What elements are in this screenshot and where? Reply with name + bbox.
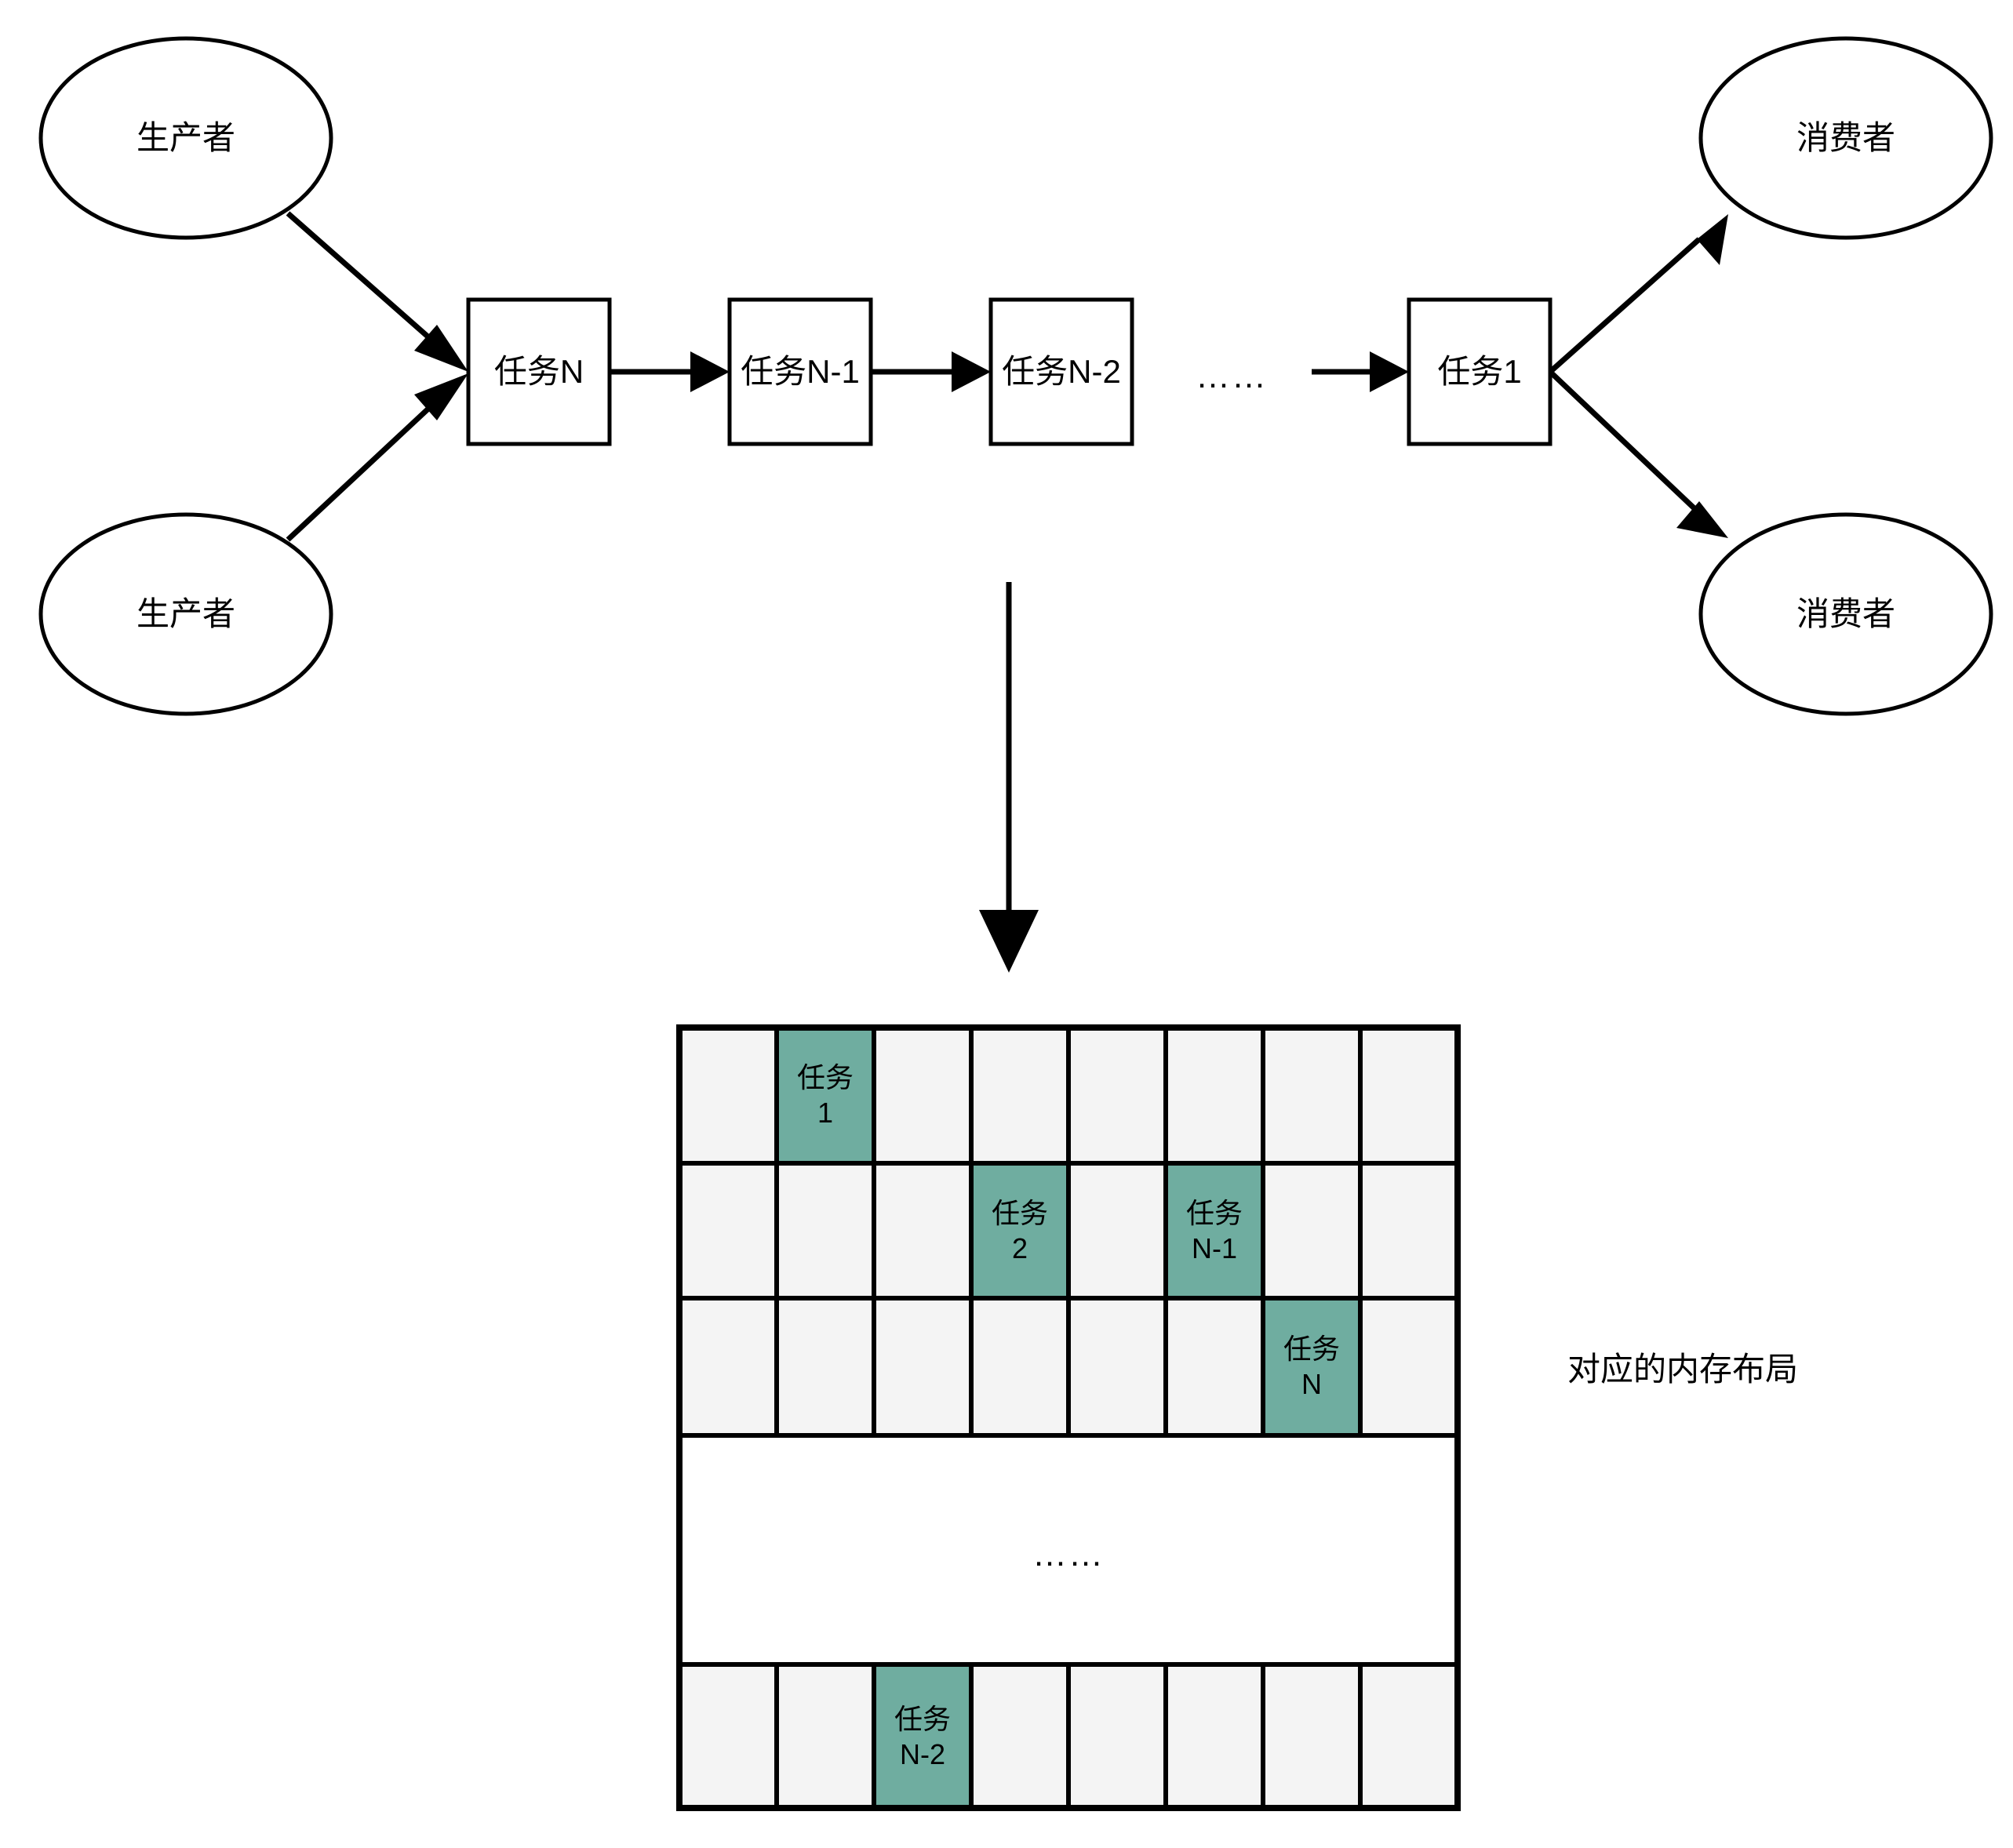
memory-cell-r2c2[interactable] xyxy=(774,1161,876,1301)
memory-cell-r1c4[interactable] xyxy=(969,1025,1071,1166)
memory-cell-r5c7[interactable] xyxy=(1261,1662,1363,1810)
memory-cell-r2c5[interactable] xyxy=(1066,1161,1168,1301)
edge-task-n-minus-1-to-n-minus-2 xyxy=(871,351,991,392)
memory-cell-r3c6[interactable] xyxy=(1163,1296,1265,1438)
memory-cell-r5c2[interactable] xyxy=(774,1662,876,1810)
memory-cell-r1c5[interactable] xyxy=(1066,1025,1168,1166)
producer-ellipse-top[interactable] xyxy=(38,36,333,240)
memory-cell-r3c7[interactable] xyxy=(1261,1296,1363,1438)
edge-flow-to-memory-layout xyxy=(979,582,1039,973)
memory-cell-r2c4[interactable] xyxy=(969,1161,1071,1301)
memory-cell-r2c1[interactable] xyxy=(677,1161,779,1301)
producer-ellipse-bottom[interactable] xyxy=(38,512,333,716)
consumer-ellipse-bottom[interactable] xyxy=(1698,512,1993,716)
edge-producer-top-to-task-n xyxy=(286,211,468,372)
consumer-ellipse-top[interactable] xyxy=(1698,36,1993,240)
memory-cell-r5c6[interactable] xyxy=(1163,1662,1265,1810)
memory-cell-r1c2[interactable] xyxy=(774,1025,876,1166)
memory-cell-r5c5[interactable] xyxy=(1066,1662,1168,1810)
task-box-n[interactable] xyxy=(466,297,612,446)
memory-cell-r2c8[interactable] xyxy=(1358,1161,1460,1301)
edge-producer-bottom-to-task-n xyxy=(286,373,468,542)
memory-cell-r5c3[interactable] xyxy=(872,1662,974,1810)
memory-cell-r3c3[interactable] xyxy=(872,1296,974,1438)
memory-cell-r1c3[interactable] xyxy=(872,1025,974,1166)
task-box-1[interactable] xyxy=(1407,297,1553,446)
memory-ellipsis-row xyxy=(677,1433,1460,1667)
memory-cell-r3c4[interactable] xyxy=(969,1296,1071,1438)
memory-cell-r1c6[interactable] xyxy=(1163,1025,1265,1166)
task-box-n-minus-2[interactable] xyxy=(988,297,1134,446)
memory-cell-r3c2[interactable] xyxy=(774,1296,876,1438)
memory-cell-r3c5[interactable] xyxy=(1066,1296,1168,1438)
edge-task-n-to-n-minus-1 xyxy=(610,351,730,392)
memory-grid-border xyxy=(676,1024,1461,1811)
memory-cell-r3c8[interactable] xyxy=(1358,1296,1460,1438)
edge-task-1-to-consumer-bottom xyxy=(1548,369,1728,538)
memory-cell-r1c7[interactable] xyxy=(1261,1025,1363,1166)
memory-cell-r3c1[interactable] xyxy=(677,1296,779,1438)
memory-cell-r1c8[interactable] xyxy=(1358,1025,1460,1166)
memory-cell-r2c7[interactable] xyxy=(1261,1161,1363,1301)
edge-ellipsis-to-task-1 xyxy=(1312,351,1409,392)
memory-cell-r5c1[interactable] xyxy=(677,1662,779,1810)
memory-cell-r2c6[interactable] xyxy=(1163,1161,1265,1301)
edge-task-1-to-consumer-top xyxy=(1548,214,1728,374)
memory-cell-r2c3[interactable] xyxy=(872,1161,974,1301)
memory-cell-r5c8[interactable] xyxy=(1358,1662,1460,1810)
memory-cell-r1c1[interactable] xyxy=(677,1025,779,1166)
task-box-n-minus-1[interactable] xyxy=(727,297,873,446)
memory-cell-r5c4[interactable] xyxy=(969,1662,1071,1810)
